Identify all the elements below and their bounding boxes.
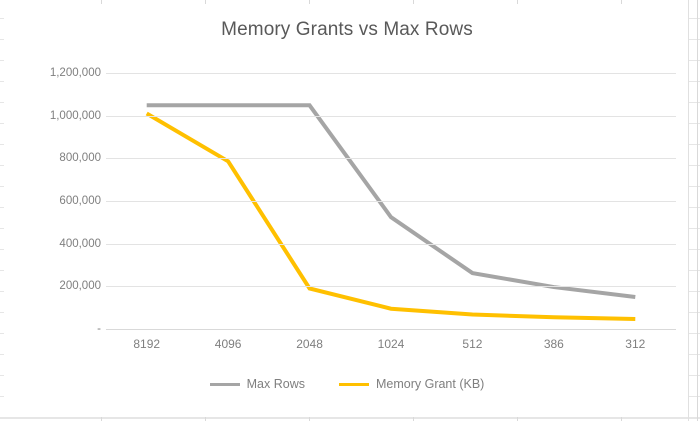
x-axis-tick-label: 4096 bbox=[214, 337, 242, 351]
legend-swatch-icon bbox=[338, 382, 369, 386]
x-axis-tick-label: 2048 bbox=[296, 337, 323, 351]
chart-legend[interactable]: Max Rows Memory Grant (KB) bbox=[5, 377, 689, 391]
legend-entry-0[interactable]: Max Rows bbox=[209, 377, 305, 391]
x-axis-tick-label: 386 bbox=[543, 337, 564, 351]
gridline bbox=[106, 243, 676, 245]
legend-label: Max Rows bbox=[246, 377, 305, 391]
y-axis-tick-label: 1,000,000 bbox=[49, 109, 101, 122]
y-axis-tick-label: 600,000 bbox=[59, 195, 101, 207]
x-axis-tick-labels: 8192 4096 2048 1024 512 386 312 bbox=[106, 337, 676, 357]
sheet-column-divider bbox=[688, 0, 689, 421]
legend-label: Memory Grant (KB) bbox=[375, 377, 485, 391]
legend-swatch-icon bbox=[209, 382, 240, 386]
y-axis-tick-label: 400,000 bbox=[59, 237, 101, 250]
x-axis-tick-label: 1024 bbox=[377, 337, 405, 351]
gridline bbox=[106, 158, 676, 160]
plot-area bbox=[106, 73, 676, 330]
x-axis-tick-label: 512 bbox=[462, 337, 483, 351]
y-axis-tick-label: 800,000 bbox=[59, 152, 101, 165]
y-axis-tick-label: - bbox=[97, 323, 101, 335]
gridline bbox=[106, 201, 676, 202]
series-line-1[interactable] bbox=[145, 111, 636, 321]
x-axis-tick-label: 8192 bbox=[133, 337, 161, 351]
gridline bbox=[106, 73, 676, 74]
gridline bbox=[106, 115, 676, 117]
gridline bbox=[106, 329, 676, 330]
gridline bbox=[106, 286, 676, 288]
legend-entry-1[interactable]: Memory Grant (KB) bbox=[338, 377, 485, 391]
chart-title: Memory Grants vs Max Rows bbox=[221, 19, 473, 40]
y-axis-tick-label: 1,200,000 bbox=[49, 67, 101, 79]
chart-container[interactable]: Memory Grants vs Max Rows 1,200,000 1,000… bbox=[4, 4, 688, 417]
y-axis-tick-label: 200,000 bbox=[59, 280, 101, 293]
y-axis-tick-labels: 1,200,000 1,000,000 800,000 600,000 400,000 2… bbox=[9, 67, 101, 335]
x-axis-tick-label: 312 bbox=[625, 337, 646, 351]
